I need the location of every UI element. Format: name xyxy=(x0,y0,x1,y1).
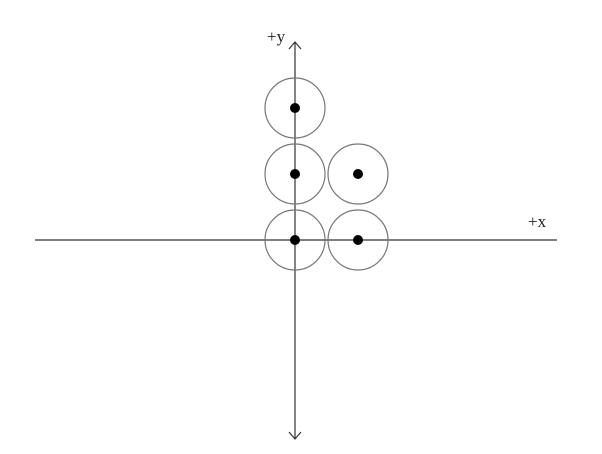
neighborhood-circle xyxy=(264,209,326,271)
neighborhood-circle xyxy=(264,143,326,205)
y-axis-arrow-down xyxy=(288,431,302,440)
lattice-point xyxy=(290,169,300,179)
neighborhood-circle xyxy=(327,209,389,271)
y-axis-arrow-up xyxy=(288,41,302,50)
lattice-point xyxy=(353,235,363,245)
lattice-point xyxy=(353,169,363,179)
neighborhood-circle xyxy=(264,77,326,139)
lattice-point xyxy=(290,235,300,245)
neighborhood-circle xyxy=(327,143,389,205)
lattice-point xyxy=(290,103,300,113)
x-axis-label: +x xyxy=(528,212,547,231)
y-axis-label: +y xyxy=(267,27,286,46)
